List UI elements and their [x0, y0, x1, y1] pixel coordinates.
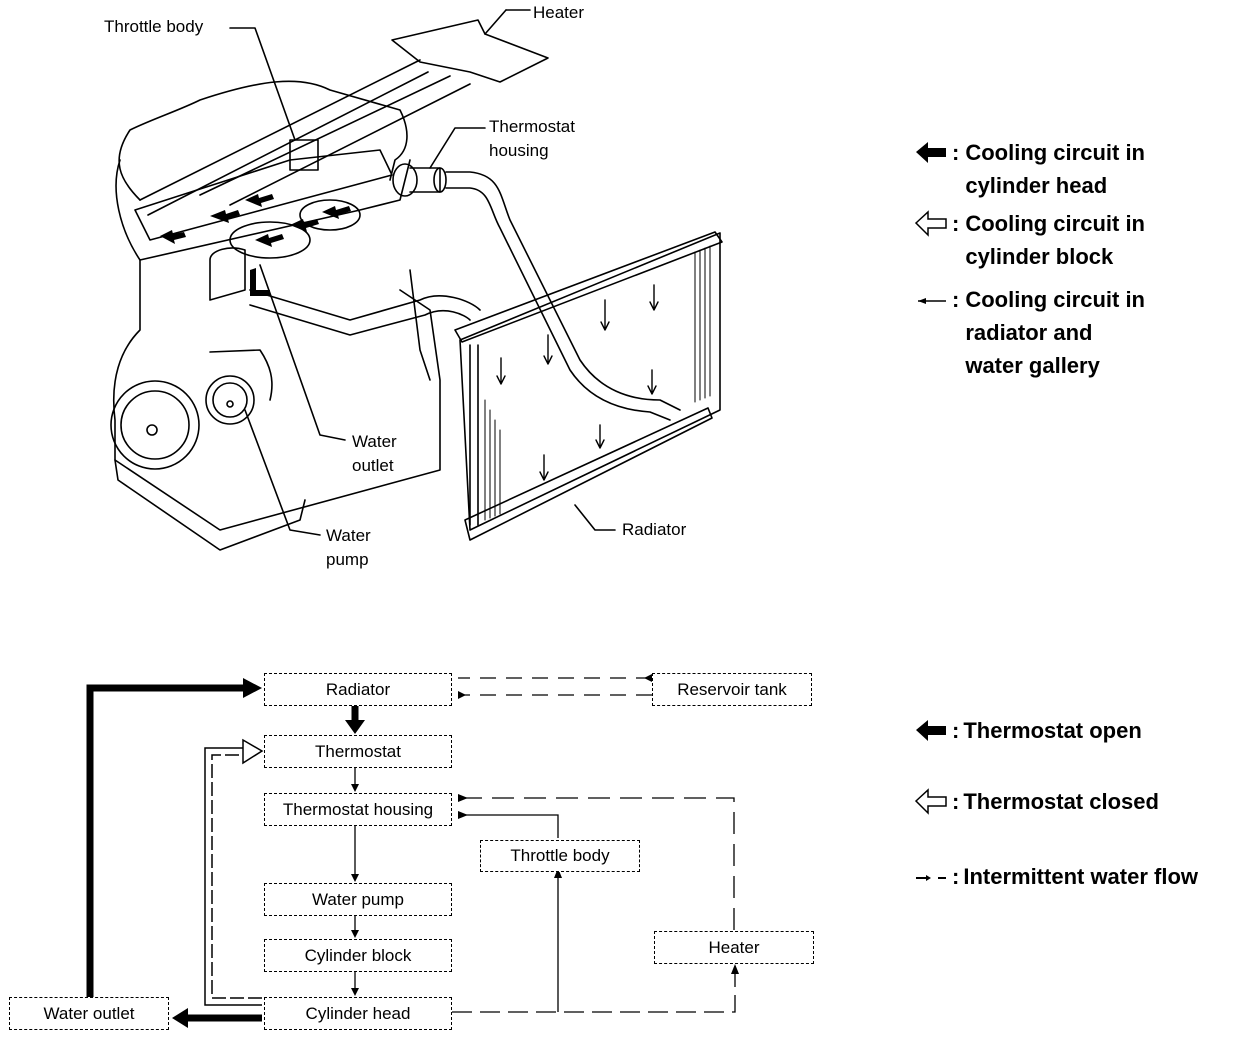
legend-text: water gallery [965, 353, 1100, 378]
node-cylinder-head: Cylinder head [264, 997, 452, 1030]
legend-item-thermostat-closed: : Thermostat closed [912, 785, 1159, 818]
node-thermostat-housing: Thermostat housing [264, 793, 452, 826]
node-water-pump: Water pump [264, 883, 452, 916]
solid-arrow-left-icon [916, 142, 946, 163]
label-heater: Heater [533, 3, 585, 22]
legend-text: Cooling circuit in [965, 211, 1145, 236]
legend-text: cylinder block [965, 244, 1114, 269]
label-thermostat-housing-line2: housing [489, 141, 549, 160]
legend-item-radiator-gallery: : Cooling circuit in radiator and water … [912, 283, 1145, 382]
lower-water-gallery [249, 289, 481, 321]
legend-item-cylinder-head: : Cooling circuit in cylinder head [912, 136, 1145, 202]
legend-item-intermittent-flow: : Intermittent water flow [912, 860, 1198, 893]
legend-text: radiator and [965, 320, 1093, 345]
legend-item-thermostat-open: : Thermostat open [912, 714, 1142, 747]
label-water-outlet-line1: Water [352, 432, 397, 451]
label-water-pump-line2: pump [326, 550, 369, 569]
node-reservoir-tank: Reservoir tank [652, 673, 812, 706]
solid-arrow-left-icon [916, 720, 946, 741]
node-cylinder-block: Cylinder block [264, 939, 452, 972]
legend-separator: : [952, 211, 960, 236]
throttle-body-shape [289, 139, 319, 171]
label-water-pump-line1: Water [326, 526, 371, 545]
flow-throttle-to-housing [458, 814, 559, 838]
flow-thermostat-closed-bypass [204, 747, 262, 1006]
legend-separator: : [952, 789, 960, 814]
flow-thermostat-open-return [86, 684, 245, 998]
engine-head-outline [118, 80, 408, 201]
label-thermostat-housing-line1: Thermostat [489, 117, 575, 136]
crank-pulley [110, 380, 200, 470]
legend-separator: : [952, 140, 960, 165]
legend-separator: : [952, 287, 960, 312]
node-water-outlet: Water outlet [9, 997, 169, 1030]
solid-arrow-head [172, 1008, 188, 1028]
hollow-arrow-left-icon [914, 788, 947, 815]
legend-item-cylinder-block: : Cooling circuit in cylinder block [912, 207, 1145, 273]
label-radiator: Radiator [622, 520, 687, 539]
legend-text: Cooling circuit in [965, 287, 1145, 312]
legend-separator: : [952, 864, 960, 889]
legend-text: Intermittent water flow [963, 864, 1199, 889]
flow-heater-to-housing [458, 797, 735, 930]
water-pump-pulley [205, 375, 255, 425]
legend-text: Thermostat open [963, 718, 1142, 743]
node-radiator: Radiator [264, 673, 452, 706]
label-throttle-body: Throttle body [104, 17, 204, 36]
hollow-arrow-left-icon [914, 210, 947, 237]
upper-radiator-hose [445, 171, 681, 411]
solid-arrow-head [345, 720, 365, 734]
node-throttle-body: Throttle body [480, 840, 640, 872]
thin-arrow-left-icon [918, 298, 946, 304]
legend-text: cylinder head [965, 173, 1108, 198]
dashed-arrow-icon [916, 875, 946, 881]
label-water-outlet-line2: outlet [352, 456, 394, 475]
node-thermostat: Thermostat [264, 735, 452, 768]
solid-arrow-head [243, 678, 262, 698]
legend-text: Cooling circuit in [965, 140, 1145, 165]
legend-separator: : [952, 718, 960, 743]
flow-head-to-throttle-heater [452, 968, 736, 1013]
radiator-shape [459, 232, 721, 531]
node-heater: Heater [654, 931, 814, 964]
heater-shape [391, 19, 549, 83]
legend-text: Thermostat closed [963, 789, 1159, 814]
hollow-arrow-head [242, 738, 264, 765]
